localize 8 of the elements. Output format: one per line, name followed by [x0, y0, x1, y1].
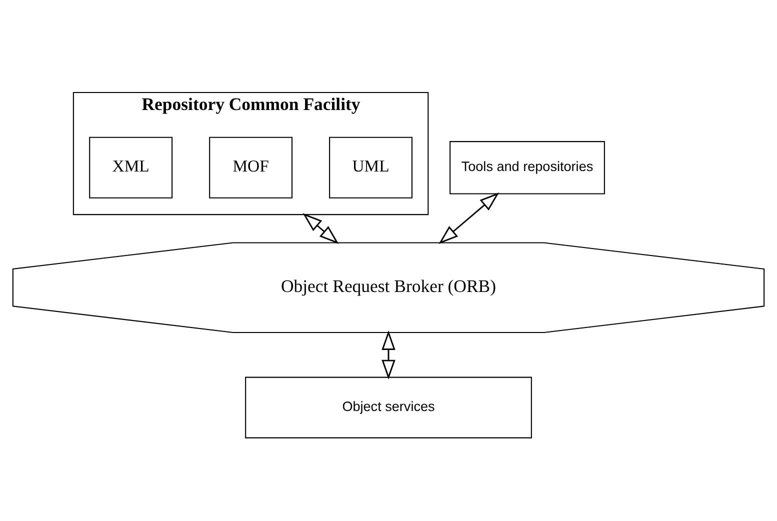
arrow [382, 330, 396, 379]
node-box: XML [89, 136, 173, 198]
node-box: UML [329, 136, 412, 198]
node-box: Tools and repositories [450, 140, 605, 194]
node-box: MOF [209, 136, 293, 198]
node-box: Object services [245, 376, 532, 438]
arrow [302, 212, 339, 244]
arrow [438, 192, 500, 244]
